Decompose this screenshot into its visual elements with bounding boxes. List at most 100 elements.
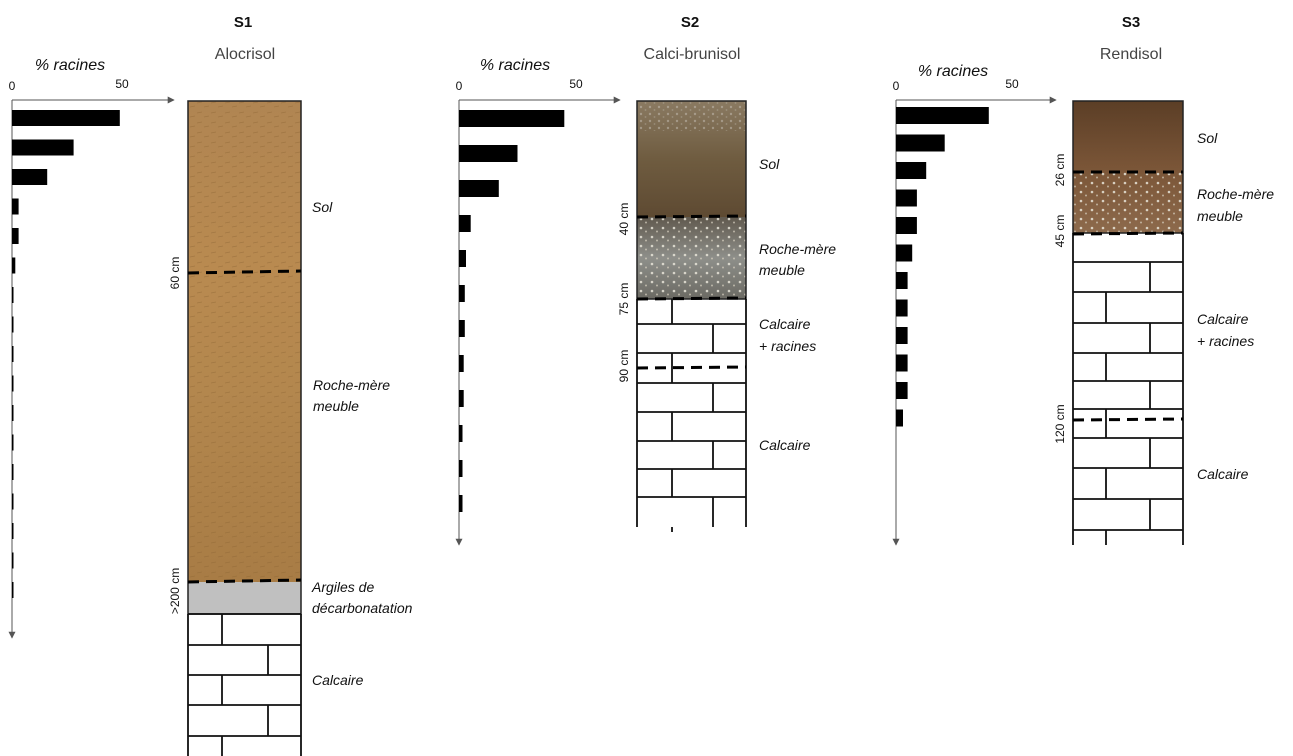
layer-label: Calcaire <box>1197 466 1249 482</box>
layer-label: décarbonatation <box>312 600 413 616</box>
layer-label: Calcaire <box>759 316 811 332</box>
layer-label: Sol <box>759 156 780 172</box>
root-bar <box>12 110 120 126</box>
soil-type-title: Alocrisol <box>215 46 275 63</box>
layer-labels-s2: Sol Roche-mère meuble Calcaire + racines… <box>759 156 836 453</box>
soil-column-s2: 40 cm 75 cm 90 cm <box>617 100 747 532</box>
root-bars <box>12 110 120 598</box>
root-bar <box>896 299 908 317</box>
profile-id: S3 <box>1122 14 1140 31</box>
layer-label: Calcaire <box>312 672 364 688</box>
root-chart-s1: % racines 0 50 <box>8 57 175 639</box>
root-bar <box>12 257 16 274</box>
root-bar <box>896 162 927 179</box>
root-bar <box>459 460 463 477</box>
root-bar <box>12 493 14 510</box>
root-bar <box>12 582 14 598</box>
root-bar <box>459 285 465 302</box>
root-bar <box>459 320 465 337</box>
layer-label: Argiles de <box>311 579 374 595</box>
root-bar <box>459 110 565 127</box>
root-bar <box>459 250 466 267</box>
boundary-75cm <box>636 296 747 301</box>
depth-label: 40 cm <box>617 203 631 236</box>
limestone-blocks <box>636 299 747 532</box>
parent-material-texture <box>637 217 746 299</box>
depth-label: 75 cm <box>617 283 631 316</box>
axis-title: % racines <box>918 63 988 80</box>
profile-id: S1 <box>234 14 252 31</box>
layer-label: meuble <box>1197 208 1243 224</box>
root-bar <box>896 327 908 344</box>
root-bar <box>896 134 945 152</box>
layer-label: Calcaire <box>759 437 811 453</box>
layer-label: + racines <box>759 338 816 354</box>
root-bar <box>896 382 908 399</box>
layer-label: Sol <box>1197 130 1218 146</box>
depth-label: 26 cm <box>1053 154 1067 187</box>
root-bar <box>896 354 908 372</box>
axis-tick-50: 50 <box>569 77 583 91</box>
profile-id: S2 <box>681 14 699 31</box>
boundary-40cm <box>636 214 747 219</box>
boundary-200cm <box>187 578 302 584</box>
profile-s3: S3 Rendisol % racines 0 50 <box>892 14 1274 546</box>
root-bar <box>896 244 913 262</box>
axis-title: % racines <box>480 57 550 74</box>
layer-label: + racines <box>1197 333 1254 349</box>
root-bar <box>12 552 14 569</box>
root-bar <box>896 189 917 207</box>
soil-type-title: Calci-brunisol <box>644 46 741 63</box>
root-bar <box>459 425 463 442</box>
root-bar <box>12 139 74 156</box>
root-bar <box>459 180 499 197</box>
boundary-90cm <box>636 365 747 370</box>
root-bars <box>459 110 565 512</box>
axis-tick-50: 50 <box>115 77 129 91</box>
layer-label: Roche-mère <box>313 377 390 393</box>
root-bar <box>12 375 14 392</box>
root-chart-s2: % racines 0 50 <box>455 57 621 546</box>
soil-column-s1: 60 cm >200 cm <box>168 100 302 756</box>
axis-tick-0: 0 <box>456 79 463 93</box>
axis-title: % racines <box>35 57 105 74</box>
root-bar <box>12 434 14 451</box>
root-bar <box>896 409 903 427</box>
axis-tick-0: 0 <box>9 79 16 93</box>
root-bar <box>896 107 989 124</box>
layer-label: Roche-mère <box>759 241 836 257</box>
root-bar <box>12 346 14 362</box>
root-bars <box>896 107 989 427</box>
boundary-45cm <box>1072 231 1184 236</box>
root-bar <box>459 390 464 407</box>
root-bar <box>12 464 14 480</box>
root-bar <box>459 215 471 232</box>
boundary-60cm <box>187 269 302 275</box>
root-bar <box>459 495 463 512</box>
axis-tick-50: 50 <box>1005 77 1019 91</box>
root-bar <box>12 316 14 333</box>
profile-s2: S2 Calci-brunisol % racines 0 50 <box>455 14 836 546</box>
depth-label: >200 cm <box>168 568 182 614</box>
layer-labels-s3: Sol Roche-mère meuble Calcaire + racines… <box>1197 130 1274 482</box>
depth-label: 90 cm <box>617 350 631 383</box>
root-bar <box>12 228 19 244</box>
depth-label: 45 cm <box>1053 215 1067 248</box>
soil-type-title: Rendisol <box>1100 46 1162 63</box>
layer-label: Roche-mère <box>1197 186 1274 202</box>
layer-label: meuble <box>759 262 805 278</box>
layer-label: meuble <box>313 398 359 414</box>
root-bar <box>12 523 14 539</box>
root-bar <box>12 405 14 421</box>
root-bar <box>12 169 48 185</box>
axis-tick-0: 0 <box>893 79 900 93</box>
argile-layer <box>188 582 301 614</box>
root-bar <box>459 145 518 162</box>
limestone-blocks <box>1072 233 1184 545</box>
soil-column-s3: 26 cm 45 cm 120 cm <box>1053 100 1184 545</box>
profile-s1: S1 Alocrisol % racines 0 50 <box>8 14 413 756</box>
layer-labels-s1: Sol Roche-mère meuble Argiles de décarbo… <box>311 199 413 688</box>
parent-material-texture <box>1073 172 1183 233</box>
layer-label: Calcaire <box>1197 311 1249 327</box>
